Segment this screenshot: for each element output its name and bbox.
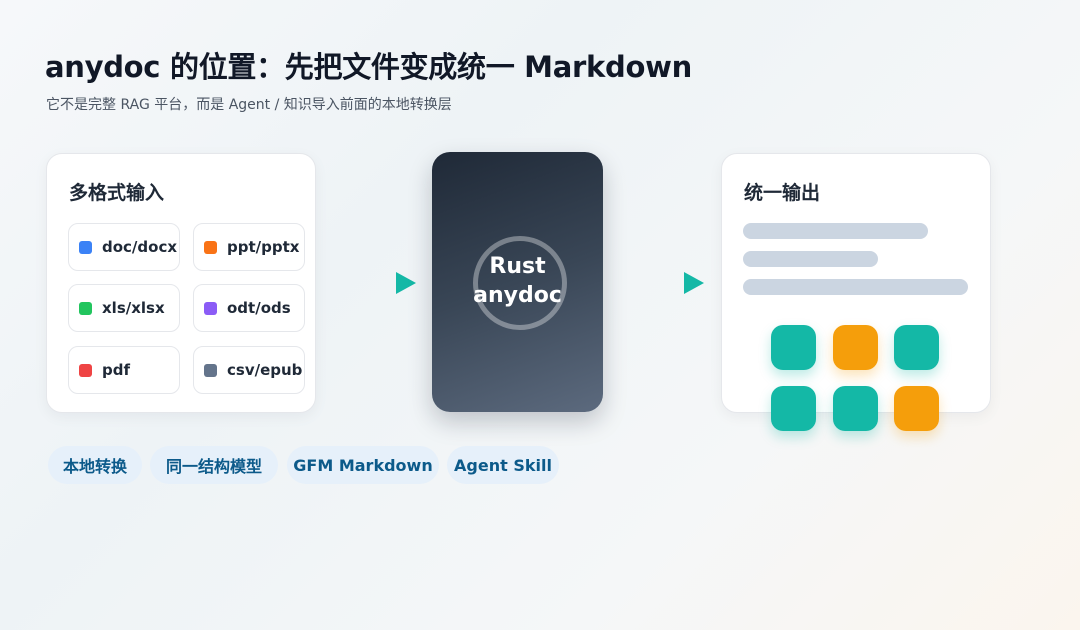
format-chip-doc: doc/docx <box>68 223 180 271</box>
text-line-placeholder <box>743 279 968 295</box>
core-label-anydoc: anydoc <box>473 283 562 308</box>
format-chip-csv: csv/epub <box>193 346 305 394</box>
output-block-tile <box>771 325 816 370</box>
format-label: ppt/pptx <box>227 238 300 256</box>
format-label: xls/xlsx <box>102 299 165 317</box>
input-card-heading: 多格式输入 <box>69 182 165 204</box>
output-card-heading: 统一输出 <box>744 182 821 204</box>
unified-output-card: 统一输出 <box>721 153 991 413</box>
input-formats-card: 多格式输入 doc/docx ppt/pptx xls/xlsx odt/ods… <box>46 153 316 413</box>
format-color-dot <box>204 301 217 315</box>
format-color-dot <box>79 240 92 254</box>
output-block-tile <box>894 325 939 370</box>
format-chip-pdf: pdf <box>68 346 180 394</box>
output-block-tile <box>894 386 939 431</box>
output-block-tile <box>833 386 878 431</box>
format-color-dot <box>79 301 92 315</box>
tag-gfm-markdown: GFM Markdown <box>287 446 439 484</box>
arrow-right-icon <box>620 272 704 294</box>
text-line-placeholder <box>743 251 878 267</box>
format-label: odt/ods <box>227 299 291 317</box>
anydoc-core-block: Rust anydoc <box>432 152 603 412</box>
format-chip-xls: xls/xlsx <box>68 284 180 332</box>
tag-local-convert: 本地转换 <box>48 446 142 484</box>
format-color-dot <box>79 363 92 377</box>
output-block-tile <box>771 386 816 431</box>
page-title: anydoc 的位置：先把文件变成统一 Markdown <box>45 50 692 84</box>
core-label-rust: Rust <box>489 254 546 279</box>
ring-icon <box>473 236 567 330</box>
format-label: pdf <box>102 361 131 379</box>
tag-same-structure-model: 同一结构模型 <box>150 446 278 484</box>
format-color-dot <box>204 240 217 254</box>
arrow-right-icon <box>332 272 416 294</box>
tag-agent-skill: Agent Skill <box>447 446 559 484</box>
format-chip-odt: odt/ods <box>193 284 305 332</box>
format-chip-ppt: ppt/pptx <box>193 223 305 271</box>
format-label: doc/docx <box>102 238 178 256</box>
format-color-dot <box>204 363 217 377</box>
output-block-tile <box>833 325 878 370</box>
page-subtitle: 它不是完整 RAG 平台，而是 Agent / 知识导入前面的本地转换层 <box>46 97 452 113</box>
text-line-placeholder <box>743 223 928 239</box>
format-label: csv/epub <box>227 361 303 379</box>
